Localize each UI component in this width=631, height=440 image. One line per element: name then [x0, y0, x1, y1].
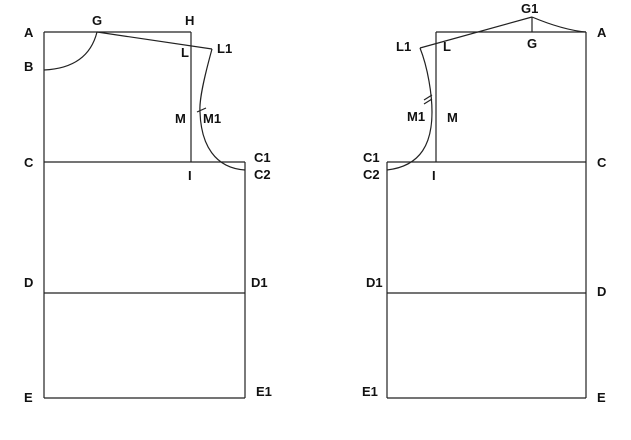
front-label-e1: E1 — [256, 384, 272, 399]
back-label-c1: C1 — [363, 150, 380, 165]
front-notch-mark — [196, 107, 207, 113]
front-label-l: L — [181, 45, 189, 60]
back-notch-mark-2 — [423, 98, 433, 105]
back-notch-mark-1 — [423, 94, 433, 101]
back-label-e: E — [597, 390, 606, 405]
front-label-l1: L1 — [217, 41, 232, 56]
front-label-b: B — [24, 59, 33, 74]
back-label-a: A — [597, 25, 607, 40]
back-label-g1: G1 — [521, 1, 538, 16]
front-label-d: D — [24, 275, 33, 290]
front-armhole-curve — [199, 48, 246, 171]
back-label-m1: M1 — [407, 109, 425, 124]
front-label-m: M — [175, 111, 186, 126]
front-shoulder-line — [96, 31, 213, 50]
front-panel: A G H B L L1 M M1 C C1 C2 I D D1 E E1 — [24, 13, 272, 405]
front-neckline-curve — [43, 31, 98, 71]
back-label-l: L — [443, 39, 451, 54]
back-neckline-curve — [531, 16, 587, 33]
back-label-g: G — [527, 36, 537, 51]
back-shoulder-line — [419, 16, 533, 49]
front-label-i: I — [188, 168, 192, 183]
back-label-c2: C2 — [363, 167, 380, 182]
front-label-h: H — [185, 13, 194, 28]
back-panel: G1 G A L1 L M1 M C1 C2 I C D1 D E1 E — [362, 1, 607, 405]
back-label-l1: L1 — [396, 39, 411, 54]
front-label-a: A — [24, 25, 34, 40]
back-label-d1: D1 — [366, 275, 383, 290]
front-label-c2: C2 — [254, 167, 271, 182]
front-label-g: G — [92, 13, 102, 28]
back-label-e1: E1 — [362, 384, 378, 399]
back-label-c: C — [597, 155, 607, 170]
back-label-i: I — [432, 168, 436, 183]
front-label-c: C — [24, 155, 34, 170]
front-label-e: E — [24, 390, 33, 405]
front-label-m1: M1 — [203, 111, 221, 126]
back-label-m: M — [447, 110, 458, 125]
front-label-c1: C1 — [254, 150, 271, 165]
back-label-d: D — [597, 284, 606, 299]
front-label-d1: D1 — [251, 275, 268, 290]
